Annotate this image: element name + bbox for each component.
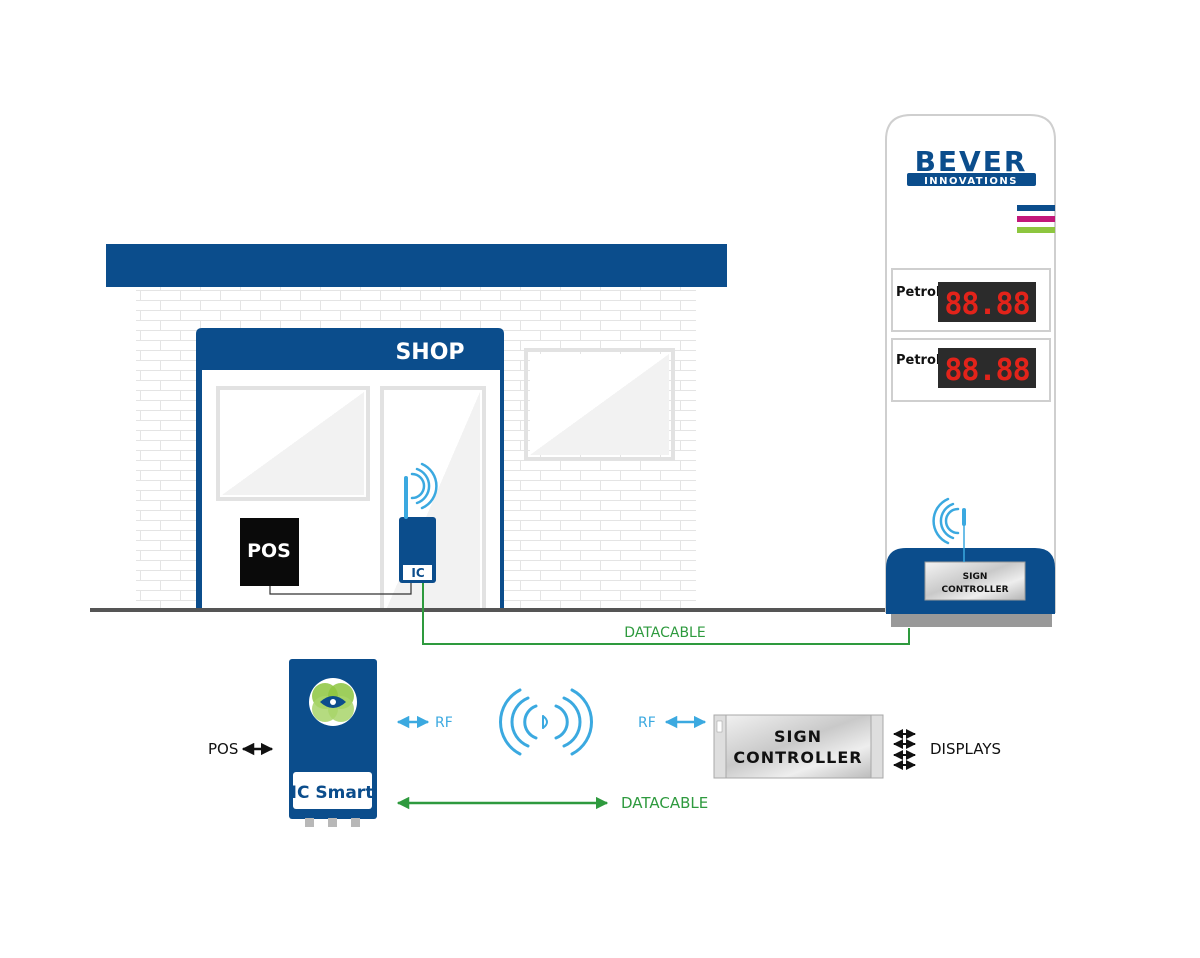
pylon-foot: [891, 614, 1052, 627]
rf-left-label: RF: [435, 715, 453, 731]
price-row-1-digits: 88.88: [944, 287, 1029, 322]
brand-logo: BEVER: [915, 145, 1028, 178]
price-row-2-digits: 88.88: [944, 353, 1029, 388]
ground-line: [90, 608, 890, 612]
shop-roof: [106, 244, 727, 287]
datacable-top-label: DATACABLE: [624, 625, 705, 641]
radio-waves-icon: [498, 688, 594, 756]
display-arrows: [893, 729, 916, 770]
price-row-2-display: [938, 348, 1036, 388]
shop-building: SHOP POS IC: [106, 244, 727, 612]
datacable-bottom-label: DATACABLE: [621, 794, 708, 812]
stripe-green: [1017, 227, 1055, 233]
pylon-sign-controller: [924, 561, 1026, 601]
side-window: [524, 348, 675, 461]
ic-wifi-icon: [410, 462, 438, 510]
legend-sign-controller: SIGN CONTROLLER: [713, 714, 884, 779]
ic-label: IC: [411, 566, 424, 580]
shop-window: [216, 386, 370, 501]
price-row-2: [891, 338, 1051, 402]
stripe-blue: [1017, 205, 1055, 211]
pos-terminal: [240, 518, 299, 586]
pylon-wifi-icon: [932, 497, 960, 545]
price-row-2-label: Petrol: [896, 353, 940, 368]
legend-pos-label: POS: [208, 740, 238, 758]
pylon-controller-line2: CONTROLLER: [941, 585, 1008, 595]
pos-ic-cable: [269, 583, 412, 595]
brand-sub: INNOVATIONS: [924, 176, 1018, 187]
price-row-1-label: Petrol: [896, 285, 940, 300]
pylon-controller-line1: SIGN: [963, 572, 988, 582]
rf-right-label: RF: [638, 715, 656, 731]
legend-controller-line2: CONTROLLER: [733, 748, 862, 767]
ic-smart-device: IC Smart: [289, 659, 377, 827]
ic-smart-logo-icon: [309, 678, 357, 726]
ic-smart-label: IC Smart: [291, 783, 374, 803]
shop-sign: SHOP: [395, 340, 464, 365]
pos-label: POS: [247, 540, 291, 562]
stripe-magenta: [1017, 216, 1055, 222]
legend-controller-line1: SIGN: [774, 727, 822, 746]
displays-label: DISPLAYS: [930, 740, 1001, 758]
price-row-1-display: [938, 282, 1036, 322]
price-pylon: BEVER INNOVATIONS Petrol 88.88 Petrol 88…: [885, 114, 1056, 627]
price-row-1: [891, 268, 1051, 332]
datacable-line: [422, 583, 910, 645]
